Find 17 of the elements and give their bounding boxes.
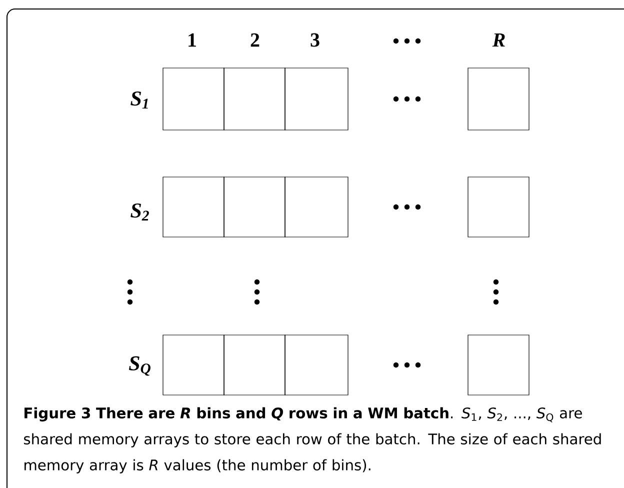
memory-cell [224, 334, 286, 396]
column-number: 1 [188, 33, 196, 47]
memory-cell [162, 68, 224, 130]
column-number: 3 [310, 33, 320, 47]
memory-cell [224, 176, 286, 238]
memory-cell [468, 68, 530, 130]
memory-cell [284, 68, 348, 130]
figure-caption: Figure 3 There are R bins and Q rows in a WM batch. S$_{1}$, S$_{2}$, ..., S$_{Q}$ are shared memory arrays to store each row of the batch. The size of each shared memory array is R values (the number of bins). [24, 407, 601, 474]
column-number: R [492, 33, 505, 47]
column-number: 2 [250, 33, 260, 47]
memory-cell [162, 176, 224, 238]
memory-cell [162, 334, 224, 396]
memory-cell [468, 334, 530, 396]
memory-cell [284, 334, 348, 396]
memory-cell [468, 176, 530, 238]
memory-cell [284, 176, 348, 238]
memory-cell [224, 68, 286, 130]
